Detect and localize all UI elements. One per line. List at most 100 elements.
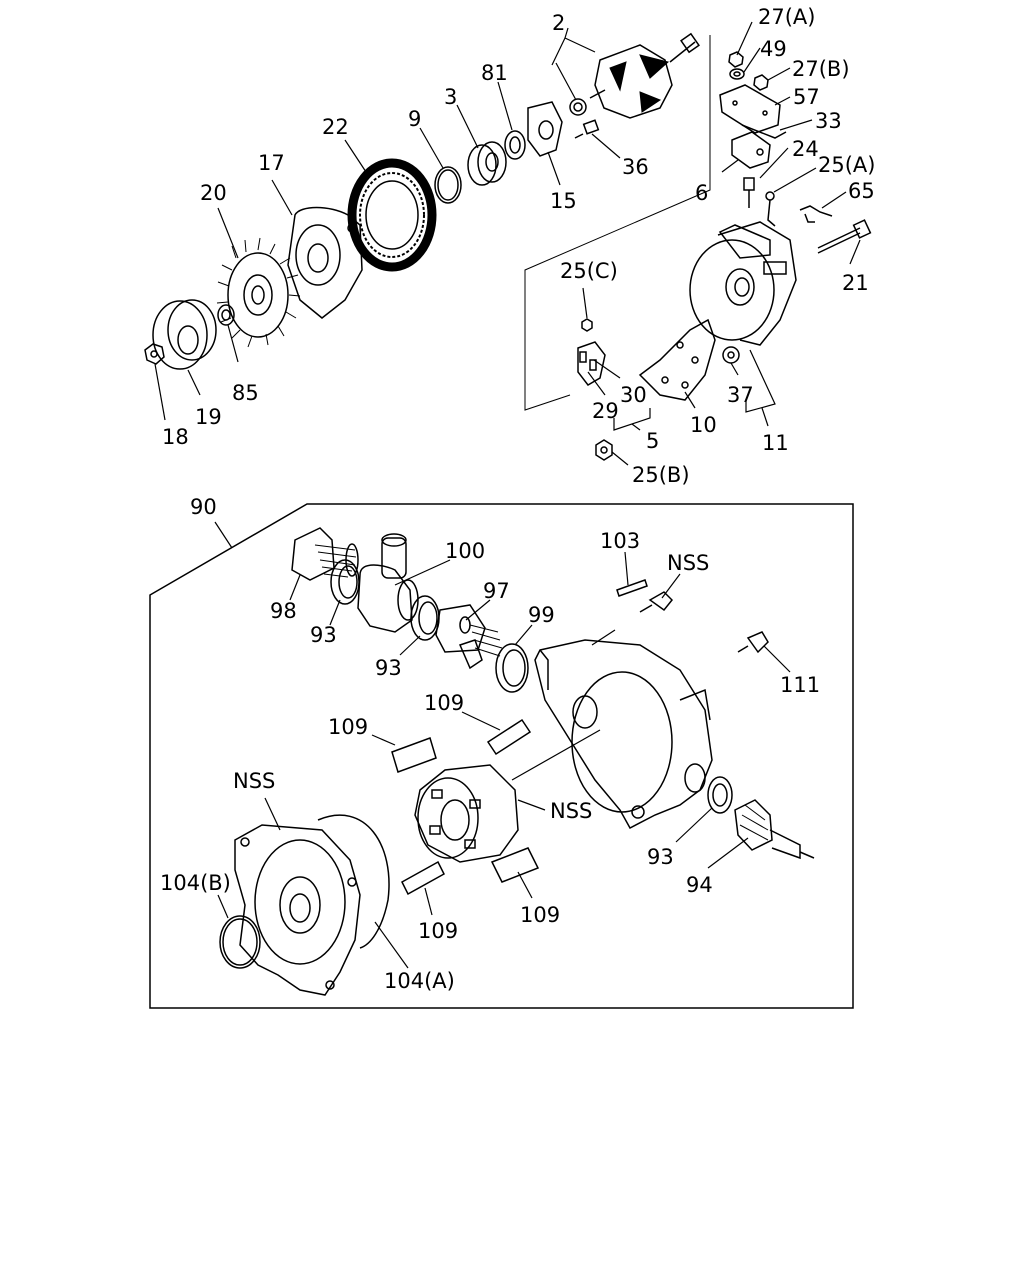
section-divider [524,35,711,411]
label-93-b: 93 [375,656,402,680]
lower-assembly: 90 100 103 NSS 98 93 97 99 93 111 109 10… [149,495,854,1009]
label-57: 57 [793,85,820,109]
union-bolt-98 [291,527,359,581]
label-22: 22 [322,115,349,139]
terminal-25a [765,191,776,227]
screw-111 [737,631,769,654]
label-11: 11 [762,431,789,455]
label-19: 19 [195,405,222,429]
label-9: 9 [408,107,421,131]
label-20: 20 [200,181,227,205]
label-29: 29 [592,399,619,423]
label-37: 37 [727,383,754,407]
nut-27b [753,74,769,91]
rectifier-10 [638,318,716,401]
vacuum-rotor [414,764,519,863]
bearing-3 [467,141,507,186]
label-85: 85 [232,381,259,405]
assembly-frame-90 [149,503,854,1009]
spacer-85 [217,304,235,326]
terminal-65 [799,205,833,223]
lower-labels: 90 100 103 NSS 98 93 97 99 93 111 109 10… [160,495,820,993]
pump-housing [534,639,713,830]
vane-109-lower-left [401,860,445,896]
label-nss-mid: NSS [550,799,592,823]
screw-36 [574,119,600,139]
label-90: 90 [190,495,217,519]
vane-109-upper-left [391,737,437,773]
pulley-19 [152,299,217,370]
cover-57 [719,84,781,134]
through-bolt-21 [817,219,872,254]
pin-103 [616,579,648,597]
label-25a: 25(A) [818,153,875,177]
gasket-104a [317,814,390,949]
brush-holder-29-30 [577,341,606,386]
label-2: 2 [552,11,565,35]
label-17: 17 [258,151,285,175]
regulator-6 [731,131,771,169]
label-33: 33 [815,109,842,133]
label-10: 10 [690,413,717,437]
label-49: 49 [760,37,787,61]
vane-109-upper-right [486,718,532,756]
label-6: 6 [695,181,708,205]
stator-22 [347,158,437,272]
check-valve-94 [734,799,815,860]
bolt-24 [743,177,755,208]
label-104a: 104(A) [384,969,455,993]
washer-93-upper [330,559,360,605]
label-103: 103 [600,529,640,553]
o-ring-104b [219,915,261,969]
o-ring-9 [434,166,462,204]
screw-nss-top [639,591,674,613]
label-100: 100 [445,539,485,563]
vane-109-lower-right [490,847,540,883]
label-18: 18 [162,425,189,449]
label-109-a: 109 [328,715,368,739]
washer-99 [495,643,529,693]
label-24: 24 [792,137,819,161]
label-97: 97 [483,579,510,603]
front-housing-17 [287,206,363,319]
label-81: 81 [481,61,508,85]
label-5: 5 [646,429,659,453]
nut-18 [144,343,165,365]
label-nss-left: NSS [233,769,275,793]
insulator-33 [741,124,787,139]
shaft-97 [435,604,503,670]
nut-37 [722,346,740,364]
label-94: 94 [686,873,713,897]
label-93-a: 93 [310,623,337,647]
upper-labels: 2 27(A) 49 27(B) 57 33 24 25(A) 65 6 21 … [162,5,875,487]
label-15: 15 [550,189,577,213]
label-25b: 25(B) [632,463,690,487]
upper-leader-lines [154,21,861,466]
label-111: 111 [780,673,820,697]
rotor-part [569,32,700,119]
pump-cover [234,824,361,996]
label-98: 98 [270,599,297,623]
label-109-b: 109 [424,691,464,715]
washer-93-lower [707,776,733,814]
label-104b: 104(B) [160,871,231,895]
label-25c: 25(C) [560,259,618,283]
label-27b: 27(B) [792,57,850,81]
retainer-plate-15 [527,101,563,157]
label-21: 21 [842,271,869,295]
nut-27a [728,51,744,68]
rear-housing-11 [689,221,797,346]
label-93-c: 93 [647,845,674,869]
label-nss-top: NSS [667,551,709,575]
label-109-d: 109 [520,903,560,927]
label-36: 36 [622,155,649,179]
label-27a: 27(A) [758,5,815,29]
label-3: 3 [444,85,457,109]
label-99: 99 [528,603,555,627]
nut-25b [595,439,613,461]
nut-25c [581,318,593,332]
lower-leader-lines [214,521,791,969]
label-109-c: 109 [418,919,458,943]
upper-assembly: 2 27(A) 49 27(B) 57 33 24 25(A) 65 6 21 … [144,5,875,487]
